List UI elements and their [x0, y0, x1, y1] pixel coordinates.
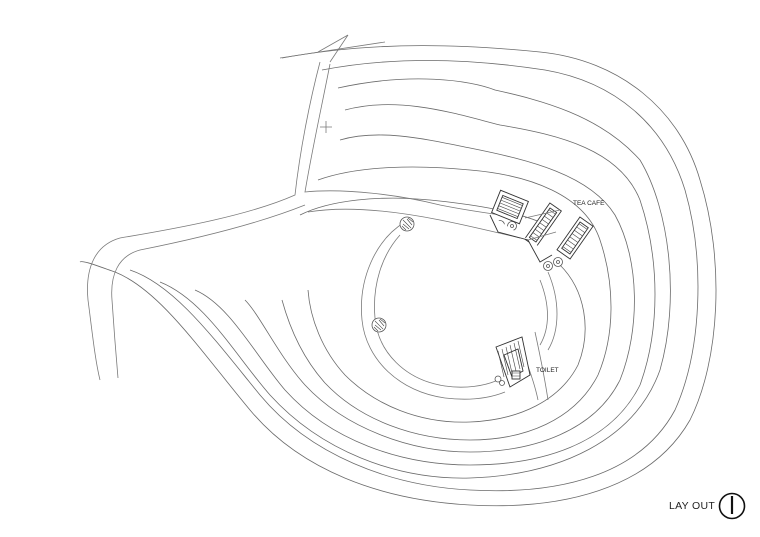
contour-line-4: [194, 104, 656, 466]
contour-line-3: [159, 78, 671, 479]
cafe-connector: [524, 209, 561, 241]
tree-icon: [399, 216, 415, 232]
road-edge-6: [307, 208, 521, 239]
survey-cross: [320, 121, 332, 133]
ring-walkway-inner: [374, 234, 499, 388]
access-road: [87, 34, 521, 381]
contour-line-1: [79, 45, 717, 507]
north-arrow-icon: [718, 492, 746, 520]
road-edge-1: [279, 41, 386, 59]
ring-walkway-east: [539, 271, 558, 351]
tree-icon: [553, 257, 563, 267]
contour-lines: [79, 45, 717, 507]
road-edge-5: [111, 204, 306, 379]
contour-line-6: [281, 166, 612, 441]
tree-icon: [543, 261, 553, 271]
ring-walkway-outer: [361, 221, 506, 400]
toilet-label: TOILET: [536, 367, 559, 374]
road-edge-4: [304, 63, 521, 219]
contour-line-8: [307, 264, 586, 423]
layout-title: LAY OUT: [669, 500, 716, 512]
tree-icon: [371, 317, 387, 333]
toilet-building: [494, 336, 531, 388]
road-edge-2: [317, 34, 349, 63]
road-edge-3: [87, 61, 321, 381]
cafe-block-3: [556, 216, 594, 260]
cafe-block-2: [524, 202, 562, 248]
tea-cafe-building: [489, 189, 594, 263]
cafe-block-1: [491, 189, 529, 225]
contour-line-2: [129, 60, 699, 492]
tea-cafe-label: TEA CAFE: [573, 200, 605, 207]
contour-line-5: [244, 134, 635, 453]
